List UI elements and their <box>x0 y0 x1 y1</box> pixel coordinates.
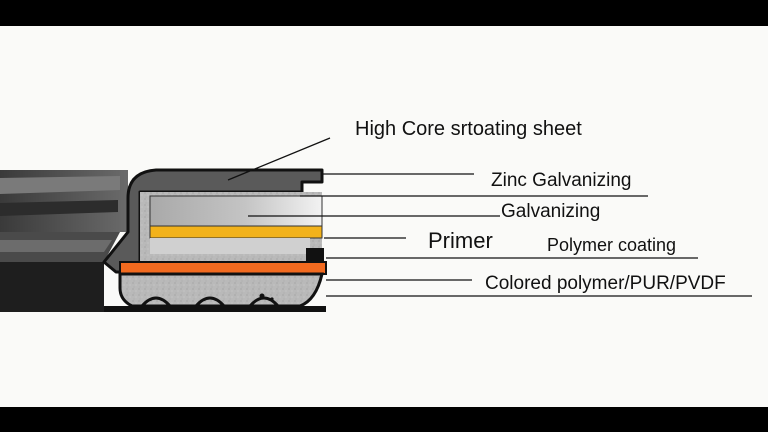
leader-line-core <box>227 137 331 181</box>
label-zinc: Zinc Galvanizing <box>491 170 631 191</box>
galvanizing-layer <box>149 195 323 227</box>
label-primer: Primer <box>428 228 493 253</box>
bottom-letterbox-bar <box>0 407 768 432</box>
label-colored: Colored polymer/PUR/PVDF <box>485 273 726 294</box>
polymer-layer <box>150 238 310 254</box>
label-core: High Core srtoating sheet <box>355 118 582 140</box>
dark-sheet-stack <box>0 170 128 312</box>
leader-lines <box>227 137 752 297</box>
colored-polymer-layer <box>119 261 327 275</box>
wave-pattern <box>140 296 280 308</box>
base-plate <box>104 306 326 312</box>
label-galvanizing: Galvanizing <box>501 201 600 222</box>
wave-dot <box>270 297 274 301</box>
layer-end-cap <box>306 248 324 262</box>
top-letterbox-bar <box>0 0 768 26</box>
primer-layer <box>149 225 323 239</box>
label-polymer: Polymer coating <box>547 235 676 255</box>
wave-dot <box>259 293 265 299</box>
